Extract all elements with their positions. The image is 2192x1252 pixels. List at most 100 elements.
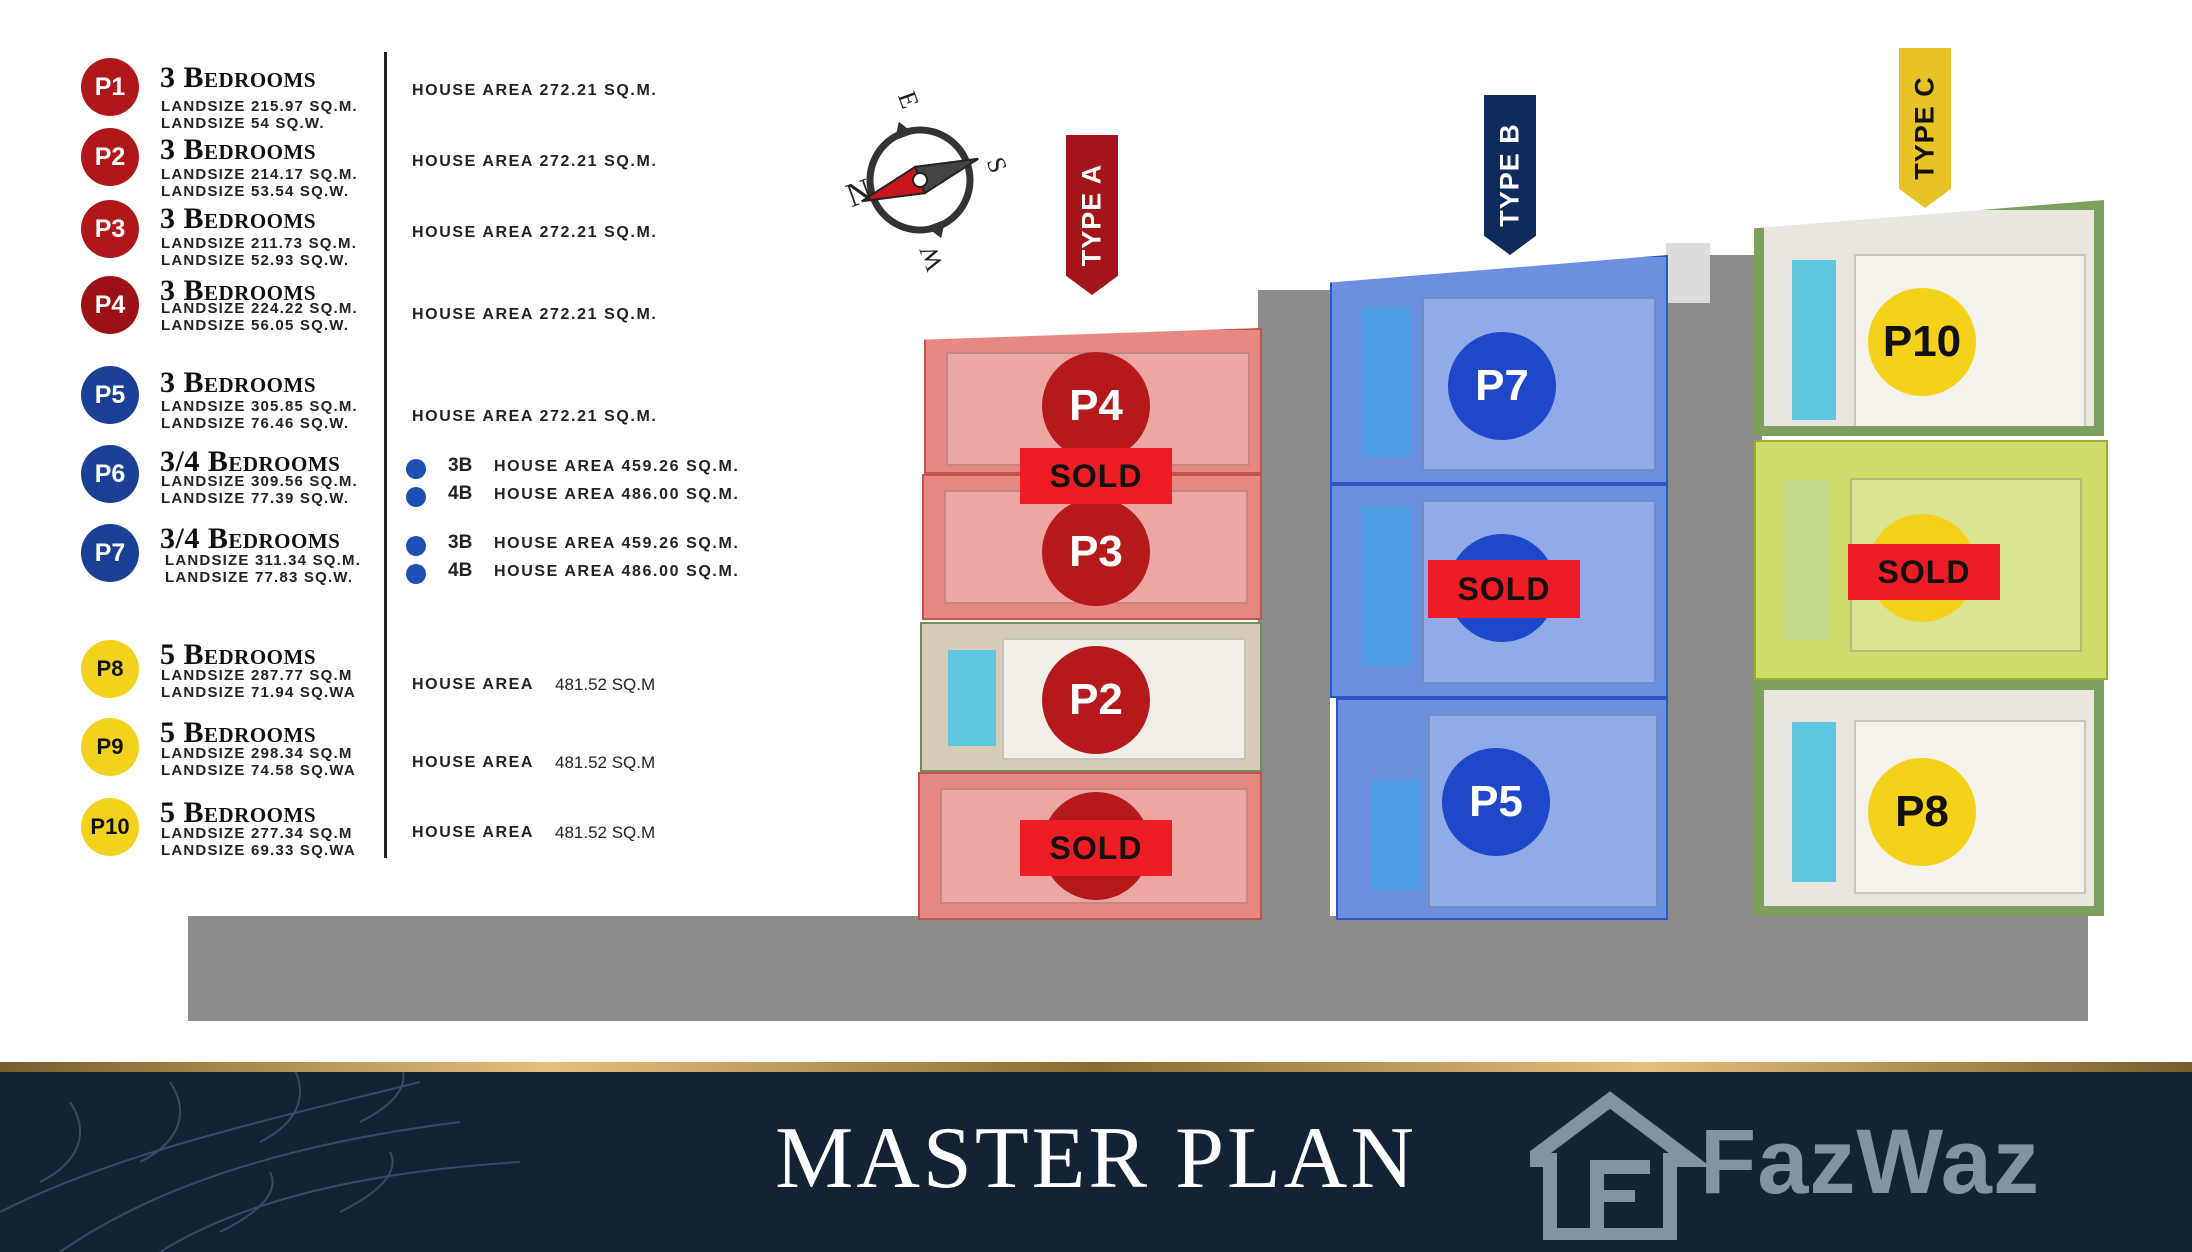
pool	[1362, 307, 1412, 457]
type-b-label: TYPE B	[1494, 123, 1525, 227]
bedrooms-label: 3/4 Bedrooms	[160, 522, 341, 555]
plot-badge: P2	[81, 128, 139, 186]
house-area: HOUSE AREA 272.21 SQ.M.	[412, 224, 658, 241]
inner-road-2	[1666, 255, 1762, 920]
type-c-label: TYPE C	[1909, 76, 1940, 180]
plot-badge: P8	[81, 640, 139, 698]
house-area-value: 481.52 SQ.M	[555, 675, 656, 694]
landsize-sqw: LANDSIZE 56.05 SQ.W.	[161, 317, 350, 334]
sold-badge-p9: SOLD	[1848, 544, 2000, 600]
main-road	[188, 916, 2088, 1021]
bedrooms-label: 3 Bedrooms	[160, 274, 317, 307]
landsize-sqm: LANDSIZE 277.34 SQ.M	[161, 825, 353, 842]
landsize-sqm: LANDSIZE 215.97 SQ.M.	[161, 98, 358, 115]
option-house-area: HOUSE AREA 486.00 SQ.M.	[494, 563, 740, 580]
plot-marker-p7[interactable]: P7	[1448, 332, 1556, 440]
plot-badge: P5	[81, 366, 139, 424]
option-house-area: HOUSE AREA 486.00 SQ.M.	[494, 486, 740, 503]
house-area: HOUSE AREA 272.21 SQ.M.	[412, 82, 658, 99]
type-c-flag: TYPE C	[1899, 48, 1951, 208]
plot-badge: P10	[81, 798, 139, 856]
sold-badge-p1: SOLD	[1020, 820, 1172, 876]
option-dot	[406, 536, 426, 556]
bedrooms-label: 5 Bedrooms	[160, 716, 317, 749]
landsize-sqm: LANDSIZE 214.17 SQ.M.	[161, 166, 358, 183]
fazwaz-logo-icon	[1530, 1091, 1711, 1240]
house-area-value: 481.52 SQ.M	[555, 823, 656, 842]
bedrooms-label: 3/4 Bedrooms	[160, 445, 341, 478]
landsize-sqw: LANDSIZE 52.93 SQ.W.	[161, 252, 350, 269]
pool	[1362, 506, 1412, 666]
option-dot	[406, 564, 426, 584]
plot-marker-p2[interactable]: P2	[1042, 646, 1150, 754]
type-a-label: TYPE A	[1076, 163, 1107, 267]
house-area-label: HOUSE AREA	[412, 754, 535, 771]
plot-badge: P1	[81, 58, 139, 116]
bedrooms-label: 3 Bedrooms	[160, 133, 317, 166]
house-area-label: HOUSE AREA	[412, 824, 535, 841]
landsize-sqw: LANDSIZE 69.33 SQ.WA	[161, 842, 356, 859]
compass-icon: N E S W	[842, 87, 1013, 274]
legend: P1 3 Bedrooms LANDSIZE 215.97 SQ.M. LAND…	[0, 0, 800, 870]
compass-w: W	[913, 241, 949, 274]
pool	[948, 650, 996, 746]
plot-p6[interactable]	[1330, 484, 1668, 698]
landsize-sqw: LANDSIZE 53.54 SQ.W.	[161, 183, 350, 200]
pool	[1784, 480, 1830, 640]
plot-badge: P4	[81, 276, 139, 334]
plot-marker-p4[interactable]: P4	[1042, 352, 1150, 460]
house-area-value: 481.52 SQ.M	[555, 753, 656, 772]
pool	[1792, 260, 1836, 420]
plot-badge: P7	[81, 524, 139, 582]
landsize-sqw: LANDSIZE 71.94 SQ.WA	[161, 684, 356, 701]
option-label: 3B	[448, 455, 473, 476]
plot-marker-p8[interactable]: P8	[1868, 758, 1976, 866]
option-dot	[406, 487, 426, 507]
brand-name: FazWaz	[1700, 1111, 2040, 1213]
option-label: 4B	[448, 483, 473, 504]
landsize-sqw: LANDSIZE 77.39 SQ.W.	[161, 490, 350, 507]
sold-badge-p4: SOLD	[1020, 448, 1172, 504]
plot-badge: P6	[81, 445, 139, 503]
sold-badge-p6: SOLD	[1428, 560, 1580, 618]
option-house-area: HOUSE AREA 459.26 SQ.M.	[494, 458, 740, 475]
banner-title: MASTER PLAN	[775, 1110, 1417, 1207]
house-area: HOUSE AREA 272.21 SQ.M.	[412, 408, 658, 425]
option-house-area: HOUSE AREA 459.26 SQ.M.	[494, 535, 740, 552]
plot-badge: P3	[81, 200, 139, 258]
compass-s: S	[981, 153, 1013, 177]
inner-road-1	[1258, 290, 1330, 920]
house-area: HOUSE AREA 272.21 SQ.M.	[412, 153, 658, 170]
bedrooms-label: 3 Bedrooms	[160, 366, 317, 399]
landsize-sqm: LANDSIZE 311.34 SQ.M.	[165, 552, 362, 569]
bedrooms-label: 3 Bedrooms	[160, 202, 317, 235]
inner-road-gap	[1666, 243, 1710, 303]
type-a-flag: TYPE A	[1066, 135, 1118, 295]
option-label: 3B	[448, 532, 473, 553]
option-label: 4B	[448, 560, 473, 581]
legend-divider	[384, 52, 387, 858]
landsize-sqw: LANDSIZE 74.58 SQ.WA	[161, 762, 356, 779]
gold-divider	[0, 1062, 2192, 1072]
plot-badge: P9	[81, 718, 139, 776]
landsize-sqw: LANDSIZE 54 SQ.W.	[161, 115, 325, 132]
plot-marker-p10[interactable]: P10	[1868, 288, 1976, 396]
landsize-sqm: LANDSIZE 305.85 SQ.M.	[161, 398, 358, 415]
landsize-sqm: LANDSIZE 309.56 SQ.M.	[161, 473, 358, 490]
house-area: HOUSE AREA 272.21 SQ.M.	[412, 306, 658, 323]
bedrooms-label: 5 Bedrooms	[160, 638, 317, 671]
type-b-flag: TYPE B	[1484, 95, 1536, 255]
option-dot	[406, 459, 426, 479]
house-area-label: HOUSE AREA	[412, 676, 535, 693]
landsize-sqm: LANDSIZE 287.77 SQ.M	[161, 667, 353, 684]
pool	[1372, 780, 1422, 890]
plot-marker-p3[interactable]: P3	[1042, 498, 1150, 606]
landsize-sqm: LANDSIZE 211.73 SQ.M.	[161, 235, 358, 252]
landsize-sqm: LANDSIZE 298.34 SQ.M	[161, 745, 353, 762]
bedrooms-label: 5 Bedrooms	[160, 796, 317, 829]
bedrooms-label: 3 Bedrooms	[160, 61, 317, 94]
landsize-sqm: LANDSIZE 224.22 SQ.M.	[161, 300, 358, 317]
landsize-sqw: LANDSIZE 77.83 SQ.W.	[165, 569, 354, 586]
bottom-banner	[0, 1062, 2192, 1252]
plot-marker-p5[interactable]: P5	[1442, 748, 1550, 856]
